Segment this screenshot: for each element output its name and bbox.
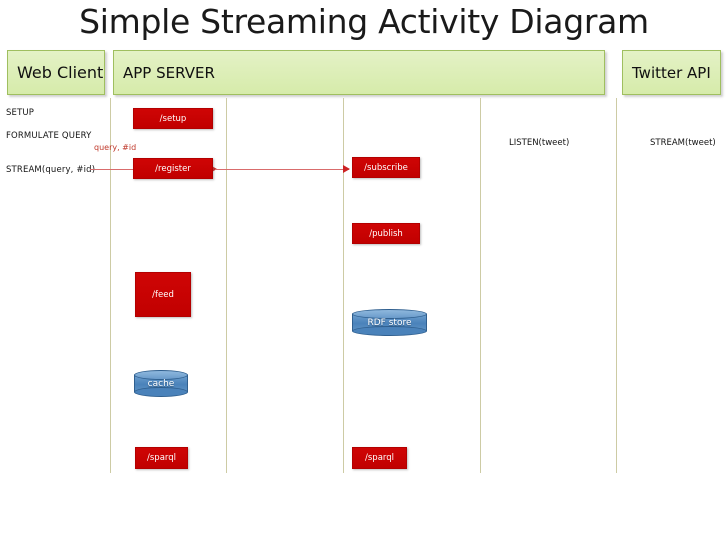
activity-feed-label: /feed [152, 289, 174, 300]
activity-sparql-app-server[interactable]: /sparql [135, 447, 188, 469]
lane-header-twitter-api-label: Twitter API [632, 63, 711, 82]
flow-arrow-register-to-subscribe [215, 165, 350, 173]
activity-subscribe-label: /subscribe [364, 162, 408, 173]
arrow-caption-query-id: query, #id [94, 143, 137, 152]
activity-subscribe[interactable]: /subscribe [352, 157, 420, 178]
arrow-shaft [215, 169, 349, 170]
cylinder-top [134, 370, 188, 380]
lane-divider-2 [226, 98, 227, 473]
cylinder-bottom [352, 326, 427, 336]
lane-header-app-server[interactable]: APP SERVER [113, 50, 605, 95]
lane-header-app-server-label: APP SERVER [123, 63, 215, 82]
activity-sparql-rdf[interactable]: /sparql [352, 447, 407, 469]
page-title: Simple Streaming Activity Diagram [79, 2, 649, 41]
activity-setup-label: /setup [159, 113, 187, 124]
activity-publish[interactable]: /publish [352, 223, 420, 244]
lane-header-twitter-api[interactable]: Twitter API [622, 50, 721, 95]
stage-label-setup: SETUP [6, 108, 35, 118]
stage-label-formulate-query: FORMULATE QUERY [6, 131, 92, 141]
arrow-head-icon [343, 165, 350, 173]
activity-register[interactable]: /register [133, 158, 213, 179]
lane-divider-1 [110, 98, 111, 473]
activity-feed[interactable]: /feed [135, 272, 191, 317]
datastore-cache-label: cache [147, 378, 175, 389]
cylinder-bottom [134, 387, 188, 397]
activity-sparql-rdf-label: /sparql [365, 453, 394, 463]
lane-divider-5 [616, 98, 617, 473]
activity-sparql-app-server-label: /sparql [147, 453, 176, 463]
lane-header-web-client[interactable]: Web Client [7, 50, 105, 95]
cylinder-top [352, 309, 427, 319]
arrow-head-icon [210, 165, 217, 173]
activity-register-label: /register [155, 163, 191, 174]
activity-setup[interactable]: /setup [133, 108, 213, 129]
lane-divider-4 [480, 98, 481, 473]
lane-header-web-client-label: Web Client [17, 63, 104, 82]
lane-divider-3 [343, 98, 344, 473]
stage-label-stream-query-id: STREAM(query, #id) [6, 165, 96, 175]
label-listen-tweet: LISTEN(tweet) [509, 138, 570, 148]
label-stream-tweet: STREAM(tweet) [650, 138, 716, 148]
datastore-cache[interactable]: cache [134, 370, 188, 397]
datastore-rdf-store[interactable]: RDF store [352, 309, 427, 336]
datastore-rdf-store-label: RDF store [367, 317, 412, 328]
activity-publish-label: /publish [369, 228, 403, 239]
